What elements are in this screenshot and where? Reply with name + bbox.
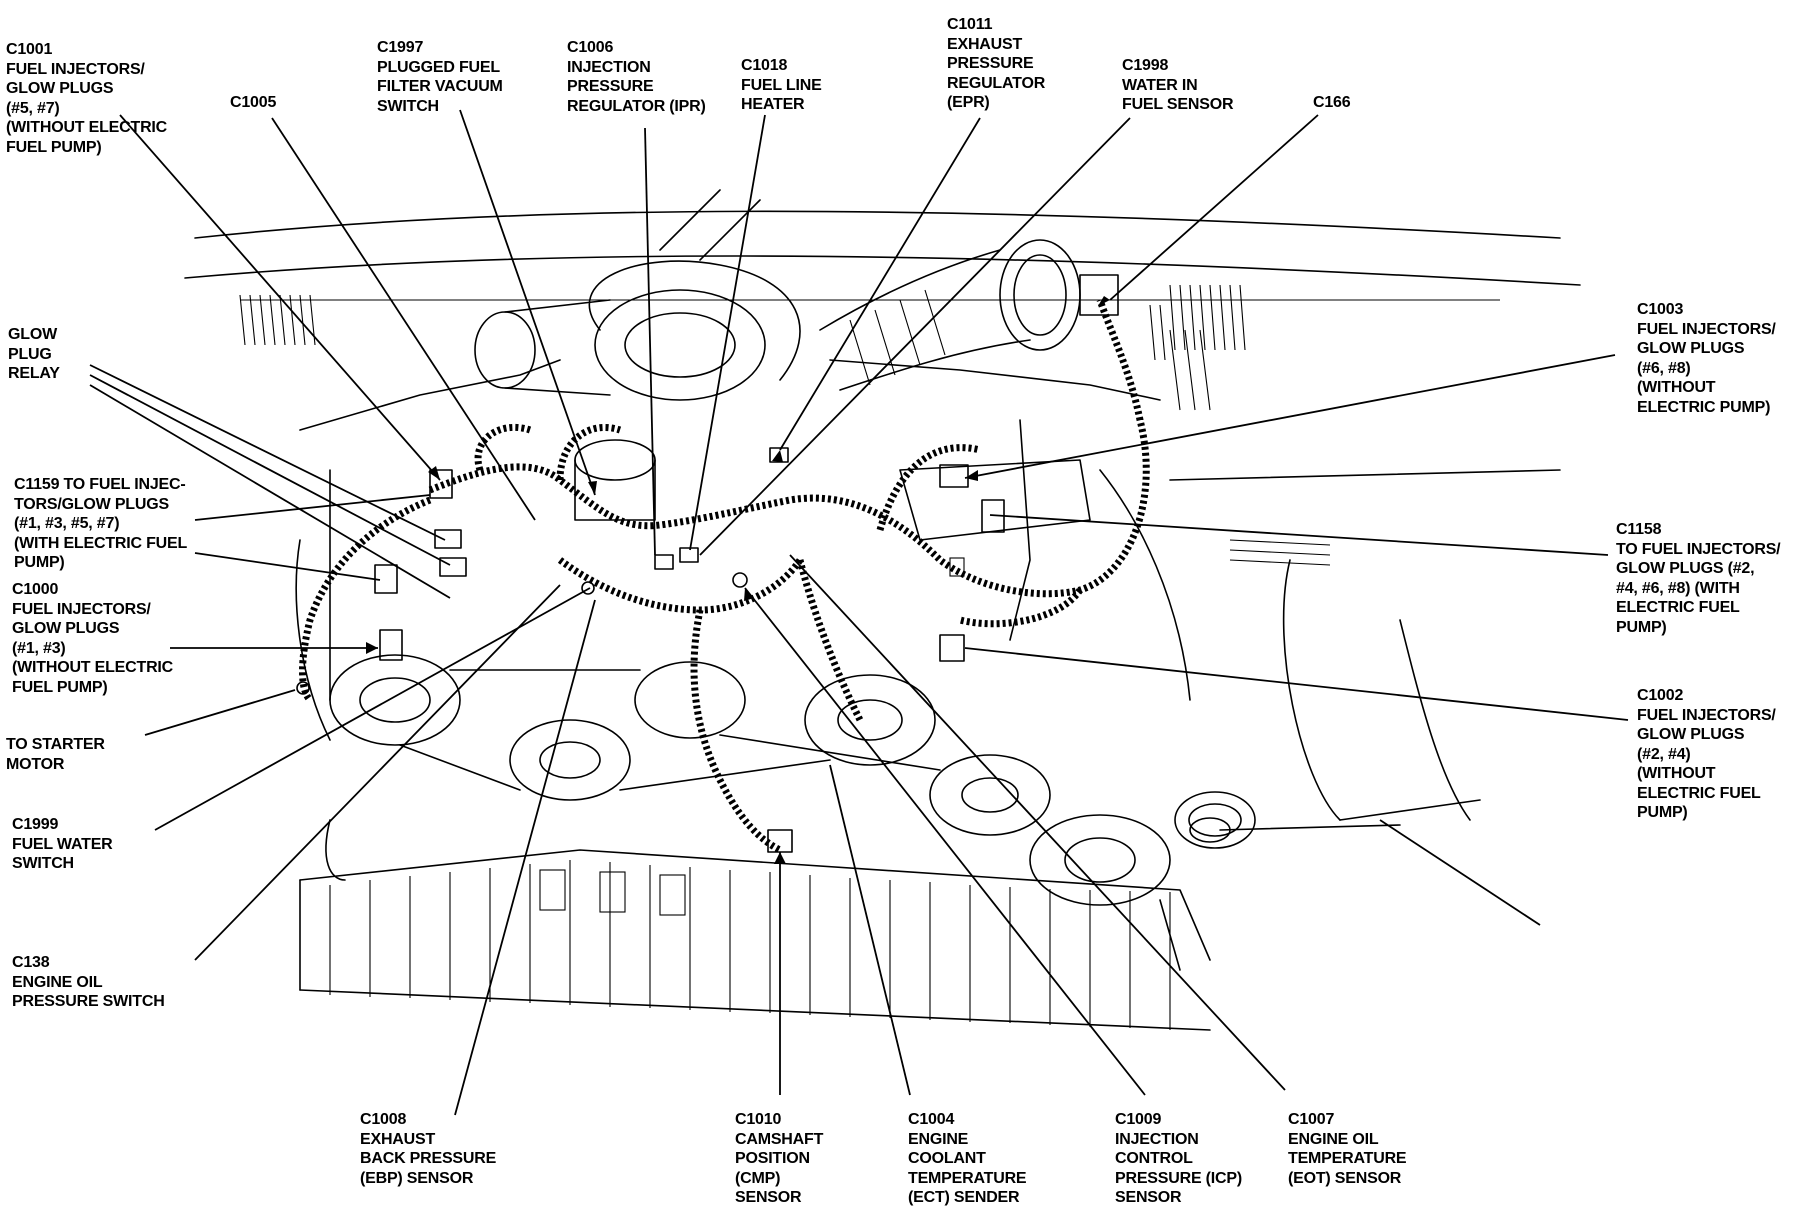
callout-c1159: C1159 TO FUEL INJEC-TORS/GLOW PLUGS(#1, … (14, 476, 188, 571)
leader-arrows (366, 296, 1110, 864)
left-grille (239, 294, 316, 346)
radiator (299, 817, 1231, 1031)
air-intake-tube (819, 239, 1081, 391)
leader-lines (89, 109, 1629, 1116)
callout-c166: C166 (1313, 94, 1351, 111)
callout-c1005: C1005 (230, 94, 277, 111)
right-grille (1149, 284, 1246, 411)
hood-outline (184, 210, 1581, 301)
pulleys (329, 654, 1256, 906)
engine-block (295, 359, 1191, 741)
turbocharger (474, 189, 801, 521)
harness-connectors (296, 274, 1119, 853)
right-fender (1159, 469, 1561, 971)
wiring-harness (299, 298, 1150, 854)
